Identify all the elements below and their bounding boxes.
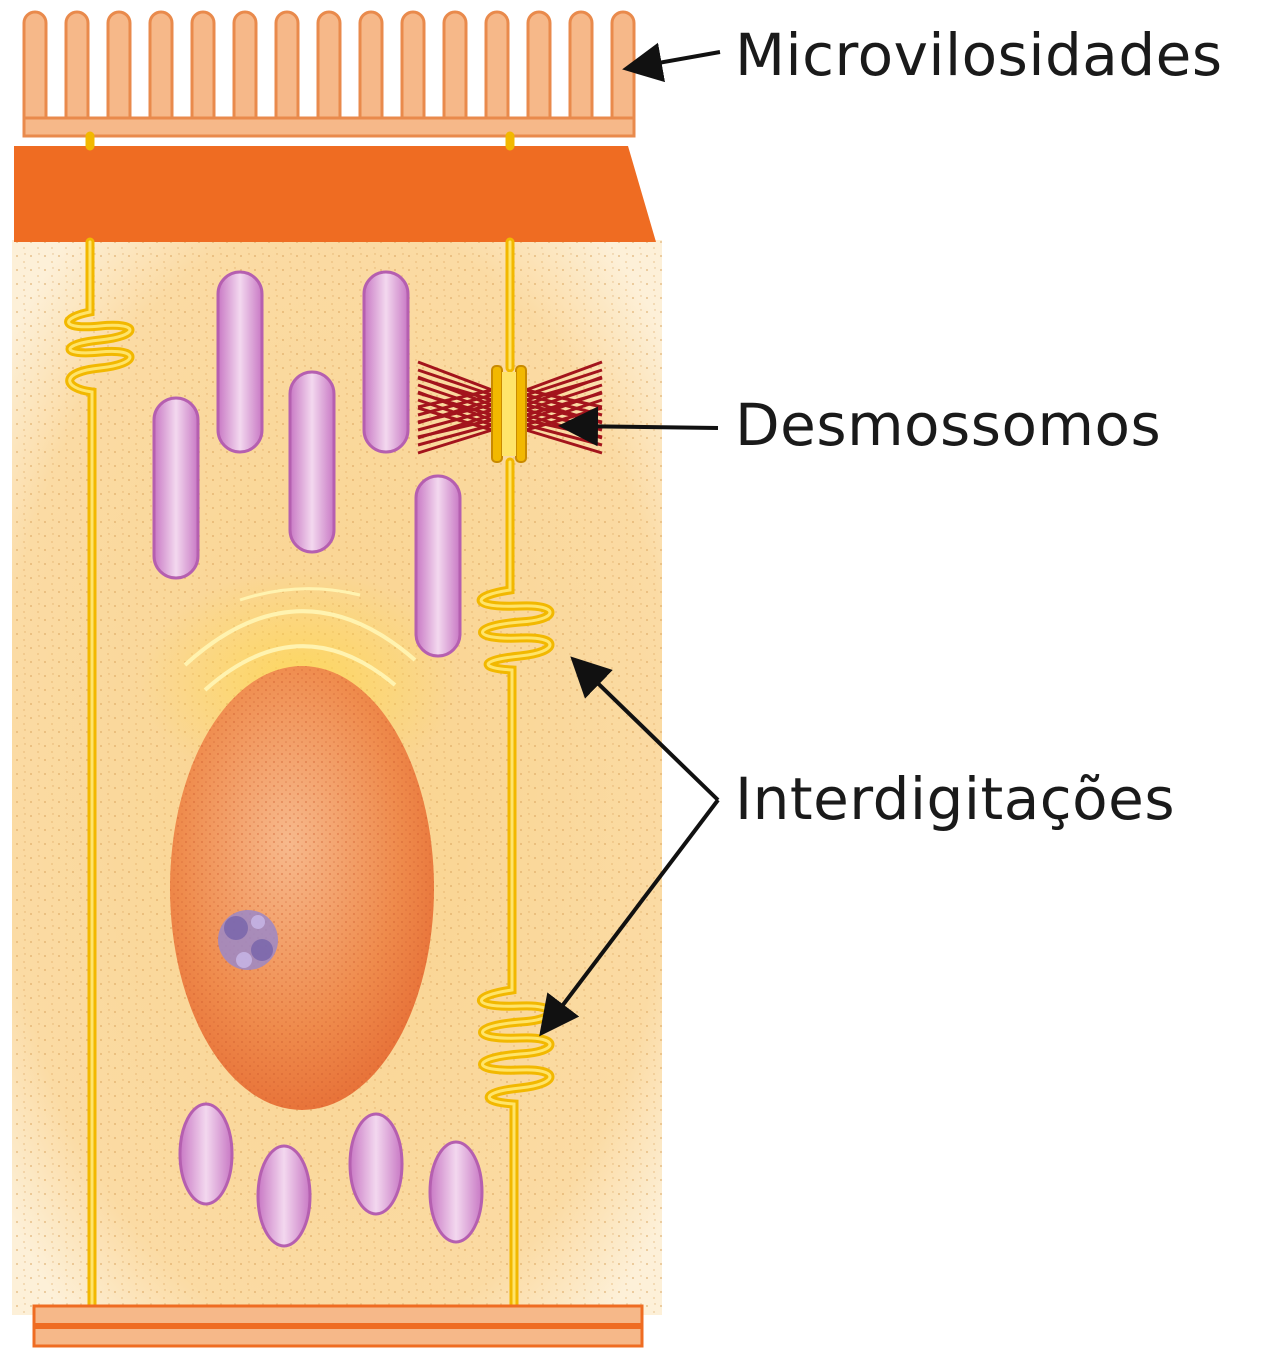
mitochondrion [218,272,262,452]
microvillus [444,12,466,128]
mitochondrion [364,272,408,452]
mitochondrion [430,1142,482,1242]
mitochondrion [290,372,334,552]
desmosome-arrow [566,426,718,428]
microvillus [276,12,298,128]
microvillus [528,12,550,128]
microvillus [24,12,46,128]
label-desmosomes: Desmossomos [735,396,1161,454]
nucleolus [218,910,278,970]
mitochondrion [416,476,460,656]
mitochondrion [180,1104,232,1204]
label-interdigitations: Interdigitações [735,770,1175,828]
microvillus [402,12,424,128]
desmosome-core [502,372,516,456]
microvillus [318,12,340,128]
microvillus [360,12,382,128]
microvillus [234,12,256,128]
microvillus [192,12,214,128]
microvillus [486,12,508,128]
desmosome-plaque-left [492,366,502,462]
mitochondrion [350,1114,402,1214]
mitochondrion [154,398,198,578]
nucleus-texture [170,666,434,1110]
microvillus [66,12,88,128]
microvillus [150,12,172,128]
microvillus [612,12,634,128]
microvilli-arrow [630,52,720,68]
label-microvilli: Microvilosidades [735,26,1223,84]
microvillus [108,12,130,128]
microvilli [24,12,634,128]
microvilli-base [24,118,634,136]
terminal-web [14,146,656,242]
desmosome-plaque-right [516,366,526,462]
mitochondrion [258,1146,310,1246]
microvillus [570,12,592,128]
